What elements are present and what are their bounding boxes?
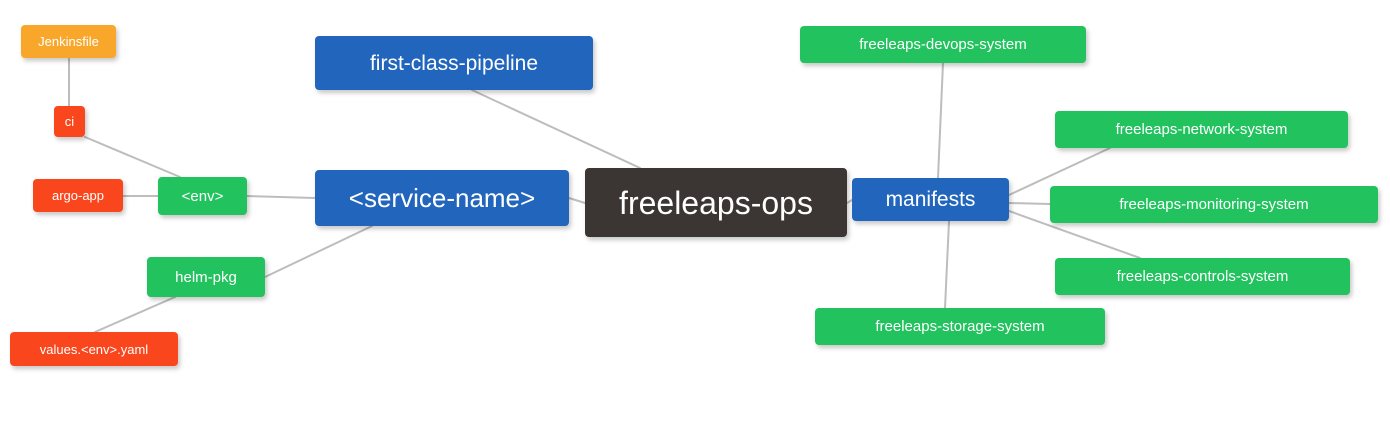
- node-label-env: <env>: [181, 187, 224, 205]
- node-label-freeleaps-monitoring-system: freeleaps-monitoring-system: [1119, 196, 1309, 213]
- node-freeleaps-devops-system[interactable]: freeleaps-devops-system: [800, 26, 1086, 63]
- node-label-helm-pkg: helm-pkg: [175, 268, 237, 286]
- edge-manifests-to-freeleaps-devops-system: [937, 62, 944, 179]
- node-first-class-pipeline[interactable]: first-class-pipeline: [315, 36, 593, 90]
- node-jenkinsfile[interactable]: Jenkinsfile: [21, 25, 116, 58]
- node-freeleaps-ops[interactable]: freeleaps-ops: [585, 168, 847, 237]
- node-label-freeleaps-devops-system: freeleaps-devops-system: [859, 36, 1027, 53]
- node-label-service-name: <service-name>: [348, 183, 536, 213]
- node-helm-pkg[interactable]: helm-pkg: [147, 257, 265, 297]
- edge-env-to-ci: [84, 136, 181, 178]
- node-ci[interactable]: ci: [54, 106, 85, 137]
- node-argo-app[interactable]: argo-app: [33, 179, 123, 212]
- node-manifests[interactable]: manifests: [852, 178, 1009, 221]
- edge-manifests-to-freeleaps-storage-system: [944, 220, 950, 309]
- node-label-argo-app: argo-app: [51, 188, 105, 203]
- node-freeleaps-controls-system[interactable]: freeleaps-controls-system: [1055, 258, 1350, 295]
- edge-service-name-to-env: [246, 195, 316, 199]
- node-label-first-class-pipeline: first-class-pipeline: [369, 51, 539, 75]
- node-label-manifests: manifests: [885, 188, 976, 211]
- edge-freeleaps-ops-to-service-name: [568, 197, 586, 204]
- node-freeleaps-monitoring-system[interactable]: freeleaps-monitoring-system: [1050, 186, 1378, 223]
- node-label-freeleaps-storage-system: freeleaps-storage-system: [875, 318, 1045, 335]
- node-freeleaps-network-system[interactable]: freeleaps-network-system: [1055, 111, 1348, 148]
- edge-manifests-to-freeleaps-monitoring-system: [1008, 202, 1051, 205]
- node-freeleaps-storage-system[interactable]: freeleaps-storage-system: [815, 308, 1105, 345]
- node-label-freeleaps-controls-system: freeleaps-controls-system: [1116, 268, 1289, 285]
- node-values-env-yaml[interactable]: values.<env>.yaml: [10, 332, 178, 366]
- edge-helm-pkg-to-values-env-yaml: [94, 296, 176, 333]
- node-label-values-env-yaml: values.<env>.yaml: [39, 341, 149, 357]
- node-label-jenkinsfile: Jenkinsfile: [38, 34, 99, 49]
- node-label-freeleaps-network-system: freeleaps-network-system: [1115, 121, 1288, 138]
- node-label-freeleaps-ops: freeleaps-ops: [619, 184, 813, 221]
- node-service-name[interactable]: <service-name>: [315, 170, 569, 226]
- edge-freeleaps-ops-to-first-class-pipeline: [471, 89, 641, 169]
- node-label-ci: ci: [64, 114, 75, 129]
- edge-service-name-to-helm-pkg: [264, 225, 373, 278]
- node-env[interactable]: <env>: [158, 177, 247, 215]
